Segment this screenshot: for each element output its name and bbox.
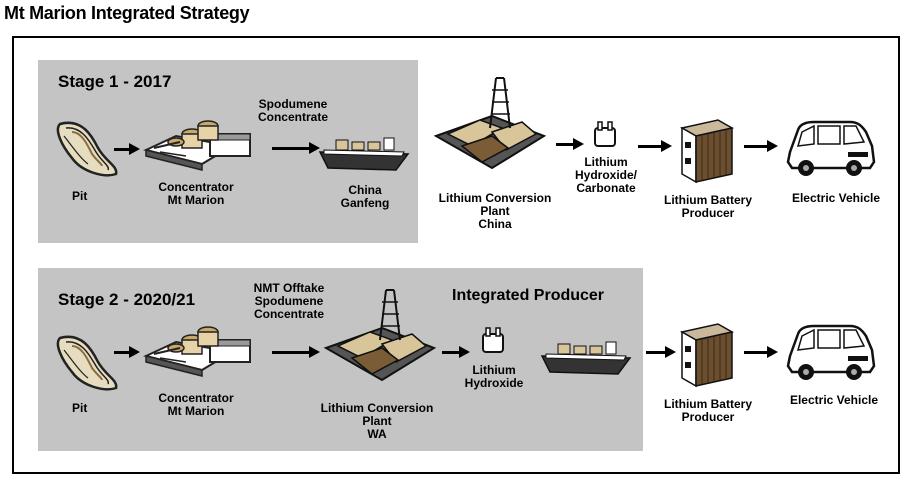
stage1-ship-dest-label: China Ganfeng: [320, 184, 410, 210]
battery-line2: Producer: [681, 410, 735, 424]
battery-line1: Lithium Battery: [663, 397, 752, 411]
stage1-concentrator-label: Concentrator Mt Marion: [148, 181, 244, 207]
arrow: [272, 346, 320, 358]
vehicle-icon: [786, 324, 876, 380]
stage2-ev-label: Electric Vehicle: [789, 393, 879, 407]
arrow: [442, 346, 470, 358]
stage2-pit-label: Pit: [72, 401, 88, 415]
battery-icon: [679, 323, 735, 388]
chemical-container-icon: [482, 327, 504, 353]
arrow: [646, 346, 676, 358]
stage2-heading: Stage 2 - 2020/21: [58, 290, 196, 309]
conversion-line1: Lithium Conversion: [438, 191, 552, 205]
arrow: [638, 140, 672, 152]
stage2-conversion-label: Lithium Conversion Plant WA: [312, 402, 442, 441]
ship-dest-line2: Ganfeng: [340, 196, 390, 210]
stage1-conversion-label: Lithium Conversion Plant China: [430, 192, 560, 231]
concentrator-line2: Mt Marion: [167, 193, 225, 207]
battery-icon: [679, 119, 735, 184]
stage2-integrated-label: Integrated Producer: [452, 287, 605, 304]
shipment-line3: Concentrate: [253, 307, 324, 321]
stage1-shipment-label: Spodumene Concentrate: [248, 98, 338, 124]
stage2-shipment-label: NMT Offtake Spodumene Concentrate: [240, 282, 338, 321]
stage1-battery-label: Lithium Battery Producer: [656, 194, 760, 220]
shipment-line2: Concentrate: [257, 110, 328, 124]
conversion-plant-icon: [433, 77, 547, 170]
stage2-battery-label: Lithium Battery Producer: [656, 398, 760, 424]
product-line3: Carbonate: [576, 181, 636, 195]
shipment-line1: NMT Offtake: [253, 281, 325, 295]
battery-line2: Producer: [681, 206, 735, 220]
conversion-line1: Lithium Conversion: [320, 401, 434, 415]
stage2-panel: [38, 268, 643, 451]
concentrator-line2: Mt Marion: [167, 404, 225, 418]
conversion-line3: WA: [367, 427, 387, 441]
concentrator-line1: Concentrator: [158, 180, 234, 194]
ship-icon: [540, 341, 632, 375]
ship-icon: [318, 137, 410, 171]
concentrator-line1: Concentrator: [158, 391, 234, 405]
conversion-line3: China: [478, 217, 512, 231]
concentrator-icon: [143, 120, 251, 171]
chemical-container-icon: [594, 121, 616, 147]
ship-dest-line1: China: [348, 183, 382, 197]
arrow: [114, 346, 140, 358]
stage2-concentrator-label: Concentrator Mt Marion: [148, 392, 244, 418]
concentrator-icon: [143, 326, 251, 377]
conversion-line2: Plant: [362, 414, 392, 428]
pit-icon: [56, 121, 118, 177]
pit-icon: [56, 335, 118, 391]
stage1-heading: Stage 1 - 2017: [58, 72, 172, 91]
arrow: [272, 142, 320, 154]
arrow: [744, 140, 778, 152]
conversion-line2: Plant: [480, 204, 510, 218]
diagram-title: Mt Marion Integrated Strategy: [4, 3, 250, 23]
stage1-product-label: Lithium Hydroxide/ Carbonate: [566, 156, 646, 195]
battery-line1: Lithium Battery: [663, 193, 752, 207]
stage1-ev-label: Electric Vehicle: [791, 191, 881, 205]
conversion-plant-icon: [323, 289, 437, 382]
shipment-line2: Spodumene: [254, 294, 324, 308]
arrow: [744, 346, 778, 358]
stage1-pit-label: Pit: [72, 189, 88, 203]
product-line1: Lithium: [584, 155, 628, 169]
product-line2: Hydroxide: [464, 376, 524, 390]
diagram-frame: [12, 36, 900, 474]
shipment-line1: Spodumene: [258, 97, 328, 111]
arrow: [114, 143, 140, 155]
stage2-product-label: Lithium Hydroxide: [456, 364, 532, 390]
product-line2: Hydroxide/: [574, 168, 637, 182]
vehicle-icon: [786, 120, 876, 176]
arrow: [556, 138, 584, 150]
product-line1: Lithium: [472, 363, 516, 377]
